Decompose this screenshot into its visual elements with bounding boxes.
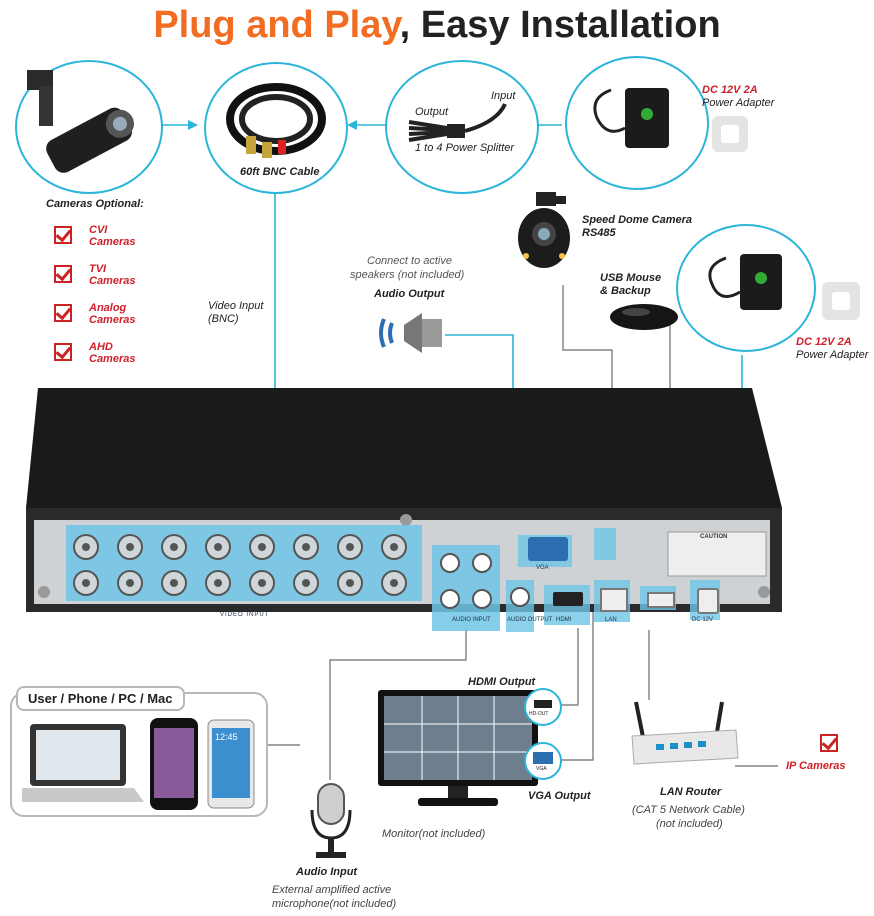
adapter-top-circle <box>565 56 709 190</box>
checkbox-analog-icon <box>54 304 72 322</box>
lan-router-label: LAN Router <box>660 786 722 798</box>
vga-port <box>528 537 568 561</box>
cat5-line1: (CAT 5 Network Cable) <box>632 804 745 816</box>
adapter-right-circle <box>676 224 816 352</box>
dvr-recorder <box>26 388 782 632</box>
audio-input-label: Audio Input <box>296 866 358 878</box>
splitter-circle: Output Input 1 to 4 Power Splitter <box>385 60 539 194</box>
option-cvi-line1: CVI <box>89 224 108 236</box>
speed-dome-line2: RS485 <box>582 227 616 239</box>
monitor-label: Monitor(not included) <box>382 828 486 840</box>
speaker-icon <box>379 313 442 353</box>
panel-lan-label: LAN <box>605 617 617 623</box>
bnc-cable-icon <box>226 83 326 158</box>
hdmi-output-badge: HD-OUT <box>524 688 562 726</box>
connect-line2: speakers (not included) <box>350 269 465 281</box>
wall-outlet-right-icon <box>822 282 860 320</box>
microphone-icon <box>310 783 352 858</box>
vga-output-badge: VGA <box>524 742 562 780</box>
lan-router-icon <box>631 701 739 765</box>
option-tvi-line2: Cameras <box>89 275 136 287</box>
power-splitter-icon <box>408 103 507 142</box>
mouse-icon <box>610 304 678 330</box>
panel-vga-label: VGA <box>536 565 549 571</box>
iphone-icon <box>150 718 198 810</box>
checkbox-tvi-icon <box>54 265 72 283</box>
adapter-right-line1: DC 12V 2A <box>796 336 852 348</box>
usb-port <box>647 592 675 608</box>
adapter-top-line2: Power Adapter <box>702 97 775 109</box>
devices-label: User / Phone / PC / Mac <box>16 686 185 711</box>
lan-port <box>600 588 628 612</box>
bnc-connectors <box>73 534 407 596</box>
panel-video-input-label: VIDEO INPUT <box>220 612 270 618</box>
mic-line2: microphone(not included) <box>272 898 397 910</box>
hdmi-out-badge-text: HD-OUT <box>529 711 549 717</box>
connect-line1: Connect to active <box>367 255 452 267</box>
panel-dc-label: DC 12V <box>692 617 714 623</box>
audio-output-label: Audio Output <box>374 288 445 300</box>
audio-input-jacks <box>440 553 492 609</box>
phone-time: 12:45 <box>215 732 238 742</box>
usb-line1: USB Mouse <box>600 272 662 284</box>
option-tvi-line1: TVI <box>89 263 107 275</box>
option-analog-line1: Analog <box>89 302 127 314</box>
speed-dome-icon <box>518 192 570 268</box>
splitter-input-label: Input <box>491 90 516 102</box>
caution-label: CAUTION <box>700 534 728 540</box>
title-highlight: Plug and Play <box>153 4 400 46</box>
laptop-icon <box>22 724 144 802</box>
bullet-camera-icon <box>27 70 134 173</box>
power-adapter-icon <box>593 88 669 148</box>
panel-hdmi-label: HDMI <box>556 617 572 623</box>
adapter-top-line1: DC 12V 2A <box>702 84 758 96</box>
bnc-cable-label: 60ft BNC Cable <box>240 166 320 178</box>
arrow-head-left-1 <box>347 120 357 130</box>
line-vga <box>560 610 594 761</box>
arrow-head-right <box>188 120 198 130</box>
cameras-optional-label: Cameras Optional: <box>46 198 144 210</box>
speed-dome-line1: Speed Dome Camera <box>582 214 693 226</box>
cat5-line2: (not included) <box>656 818 723 830</box>
audio-output-jack <box>510 587 530 607</box>
video-input-line1: Video Input <box>208 300 264 312</box>
dc-port <box>697 588 719 614</box>
splitter-output-label: Output <box>415 106 449 118</box>
panel-audio-output-label: AUDIO OUTPUT <box>507 617 553 623</box>
vga-badge-text: VGA <box>536 766 547 772</box>
power-adapter-right-icon <box>708 254 782 310</box>
panel-audio-input-label: AUDIO INPUT <box>452 617 491 623</box>
android-phone-icon <box>207 719 255 809</box>
vga-output-label: VGA Output <box>528 790 591 802</box>
splitter-label: 1 to 4 Power Splitter <box>415 142 515 154</box>
checkbox-cvi-icon <box>54 226 72 244</box>
hdmi-port <box>553 592 583 606</box>
usb-line2: & Backup <box>600 285 651 297</box>
camera-circle <box>15 60 163 194</box>
checkbox-ahd-icon <box>54 343 72 361</box>
option-cvi-line2: Cameras <box>89 236 136 248</box>
video-input-line2: (BNC) <box>208 313 239 325</box>
bnc-cable-circle: 60ft BNC Cable <box>204 62 348 194</box>
ip-cameras-label: IP Cameras <box>786 760 846 772</box>
monitor-icon <box>378 690 538 806</box>
option-ahd-line2: Cameras <box>89 353 136 365</box>
mic-line1: External amplified active <box>272 884 392 896</box>
option-analog-line2: Cameras <box>89 314 136 326</box>
devices-icons <box>22 718 255 810</box>
hdmi-output-label: HDMI Output <box>468 676 536 688</box>
title-rest: , Easy Installation <box>399 4 721 46</box>
wall-outlet-icon <box>712 116 748 152</box>
line-hdmi <box>560 628 579 706</box>
checkbox-ip-cameras-icon <box>820 734 838 752</box>
option-ahd-line1: AHD <box>89 341 113 353</box>
page-title: Plug and Play, Easy Installation <box>0 4 874 47</box>
adapter-right-line2: Power Adapter <box>796 349 869 361</box>
line-audio-input <box>329 628 467 780</box>
